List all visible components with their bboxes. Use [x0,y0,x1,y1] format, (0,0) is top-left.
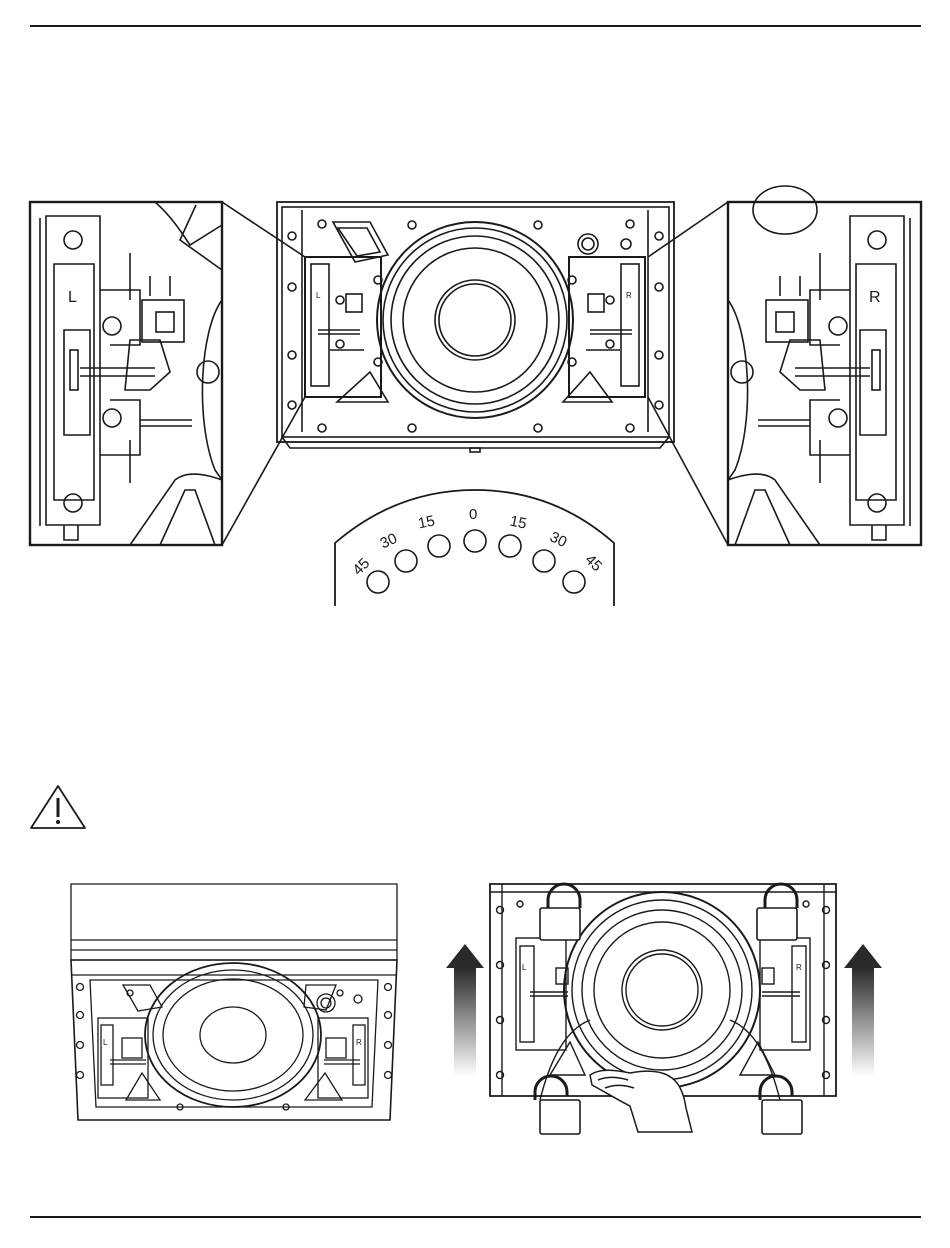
unlock-icon [535,1076,580,1134]
warning-triangle-icon [28,783,88,831]
hand-icon [590,1070,692,1132]
dial-hole-left-45 [367,571,389,593]
right-detail-label: R [869,289,881,306]
arrow-up-icon [844,944,882,1076]
dial-hole-right-45 [563,571,585,593]
dial-hole-right-30 [533,550,555,572]
dial-hole-0 [464,530,486,552]
main-right-bracket-label: R [626,291,632,300]
main-left-bracket-label: L [316,291,321,300]
dial-label-right-15: 15 [508,513,528,533]
bottom-rule [30,1216,921,1218]
unlock-icon [760,1076,802,1134]
bottom-right-figure: L R [440,870,900,1140]
bottom-left-l-label: L [103,1038,108,1047]
dial-hole-left-30 [395,550,417,572]
dial-hole-left-15 [428,535,450,557]
bottom-right-l-label: L [522,963,527,972]
dial-label-0: 0 [469,506,477,523]
top-figure: L [0,0,950,620]
main-front-view [277,202,674,452]
bottom-right-r-label: R [796,963,802,972]
dial-label-left-30: 30 [378,530,400,552]
left-detail-label: L [68,289,77,306]
right-detail-panel [728,186,921,545]
dial-label-right-45: 45 [582,551,606,575]
dial-label-left-15: 15 [417,512,437,532]
bottom-left-r-label: R [356,1038,362,1047]
left-detail-panel [30,202,222,545]
arrow-up-icon [446,944,484,1076]
dial-label-right-30: 30 [547,529,569,551]
bottom-left-figure: L R [60,875,410,1135]
dial-hole-right-15 [499,535,521,557]
